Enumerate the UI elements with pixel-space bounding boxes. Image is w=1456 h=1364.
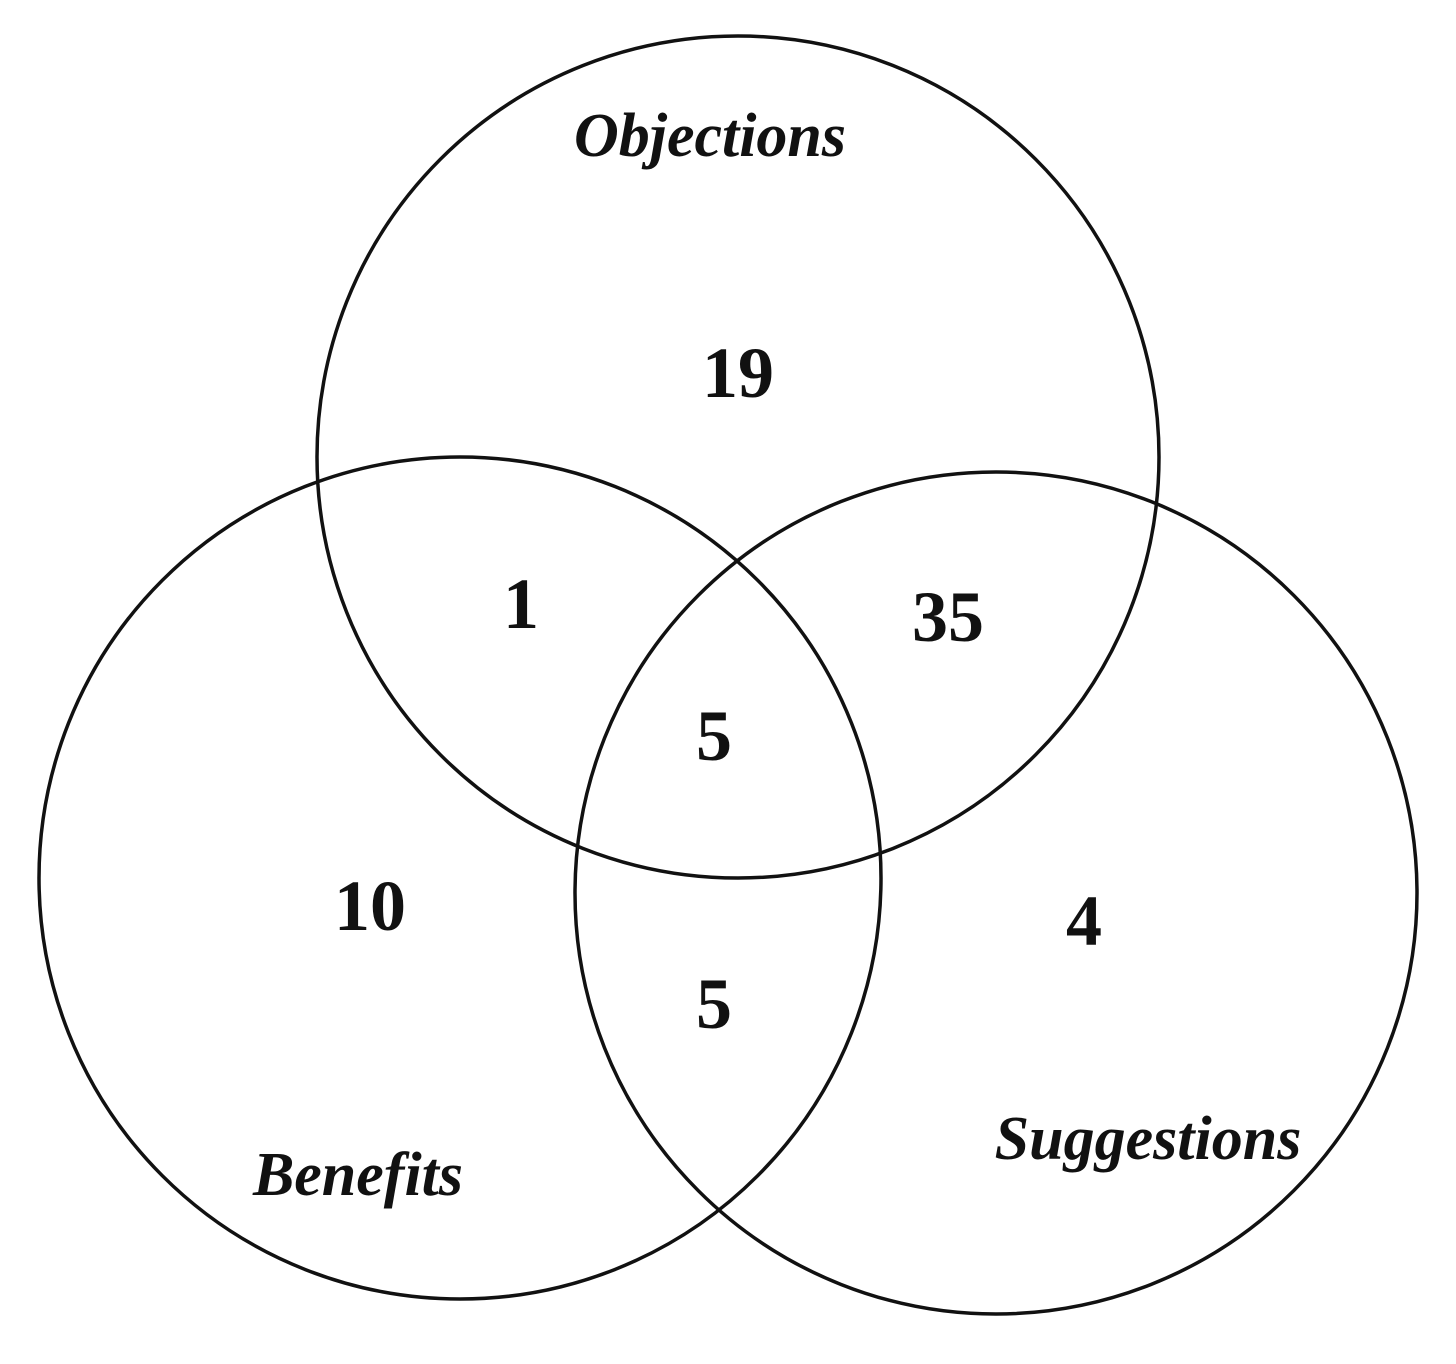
objections-label: Objections — [574, 102, 846, 170]
objections-suggestions-count: 35 — [912, 577, 984, 657]
suggestions-only-count: 4 — [1066, 881, 1102, 961]
suggestions-circle — [573, 470, 1419, 1316]
suggestions-label: Suggestions — [995, 1105, 1302, 1173]
benefits-circle — [37, 455, 883, 1301]
benefits-only-count: 10 — [334, 866, 406, 946]
all-three-count: 5 — [696, 696, 732, 776]
objections-circle — [315, 34, 1161, 880]
objections-only-count: 19 — [702, 333, 774, 413]
benefits-suggestions-count: 5 — [696, 964, 732, 1044]
benefits-label: Benefits — [252, 1141, 463, 1209]
objections-benefits-count: 1 — [503, 564, 539, 644]
